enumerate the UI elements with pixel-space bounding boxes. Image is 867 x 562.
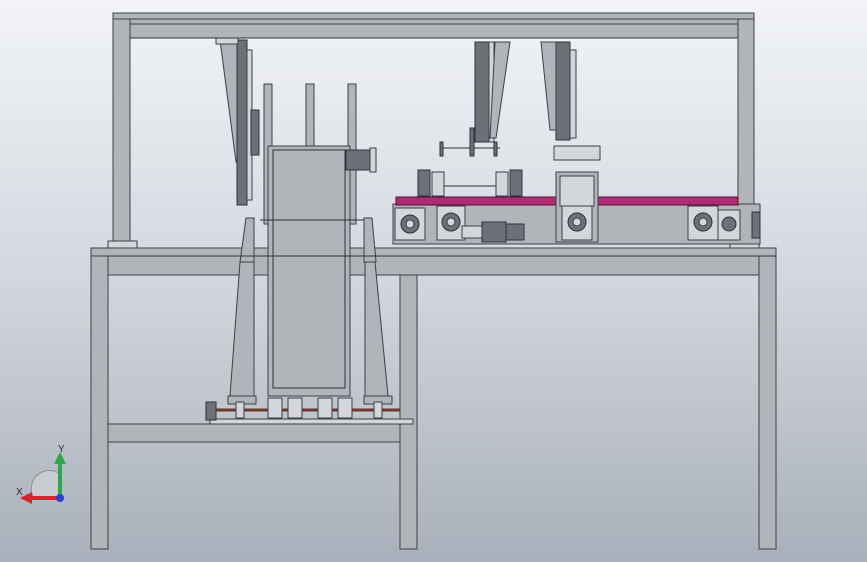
drive-motor — [461, 221, 525, 243]
coordinate-triad — [20, 452, 66, 504]
frame-detail-lines — [108, 37, 776, 257]
roller-pair — [417, 169, 523, 197]
conveyor-hubs — [394, 205, 761, 241]
lower-table — [90, 247, 777, 550]
z-axis-dot — [56, 494, 64, 502]
lower-tapered-legs — [227, 217, 393, 405]
bottom-shaft-assembly — [205, 397, 400, 421]
y-axis-label: Y — [58, 444, 65, 455]
y-axis-arrowhead — [54, 452, 66, 464]
triad-plane — [30, 470, 61, 499]
right-hanging-blades — [474, 41, 601, 161]
x-axis-label: X — [16, 487, 23, 498]
left-swing-arm — [215, 37, 260, 206]
upper-frame — [107, 12, 760, 249]
fixture-crossbar — [439, 127, 500, 157]
central-housing — [260, 145, 377, 397]
x-axis-arrowhead — [20, 492, 32, 504]
